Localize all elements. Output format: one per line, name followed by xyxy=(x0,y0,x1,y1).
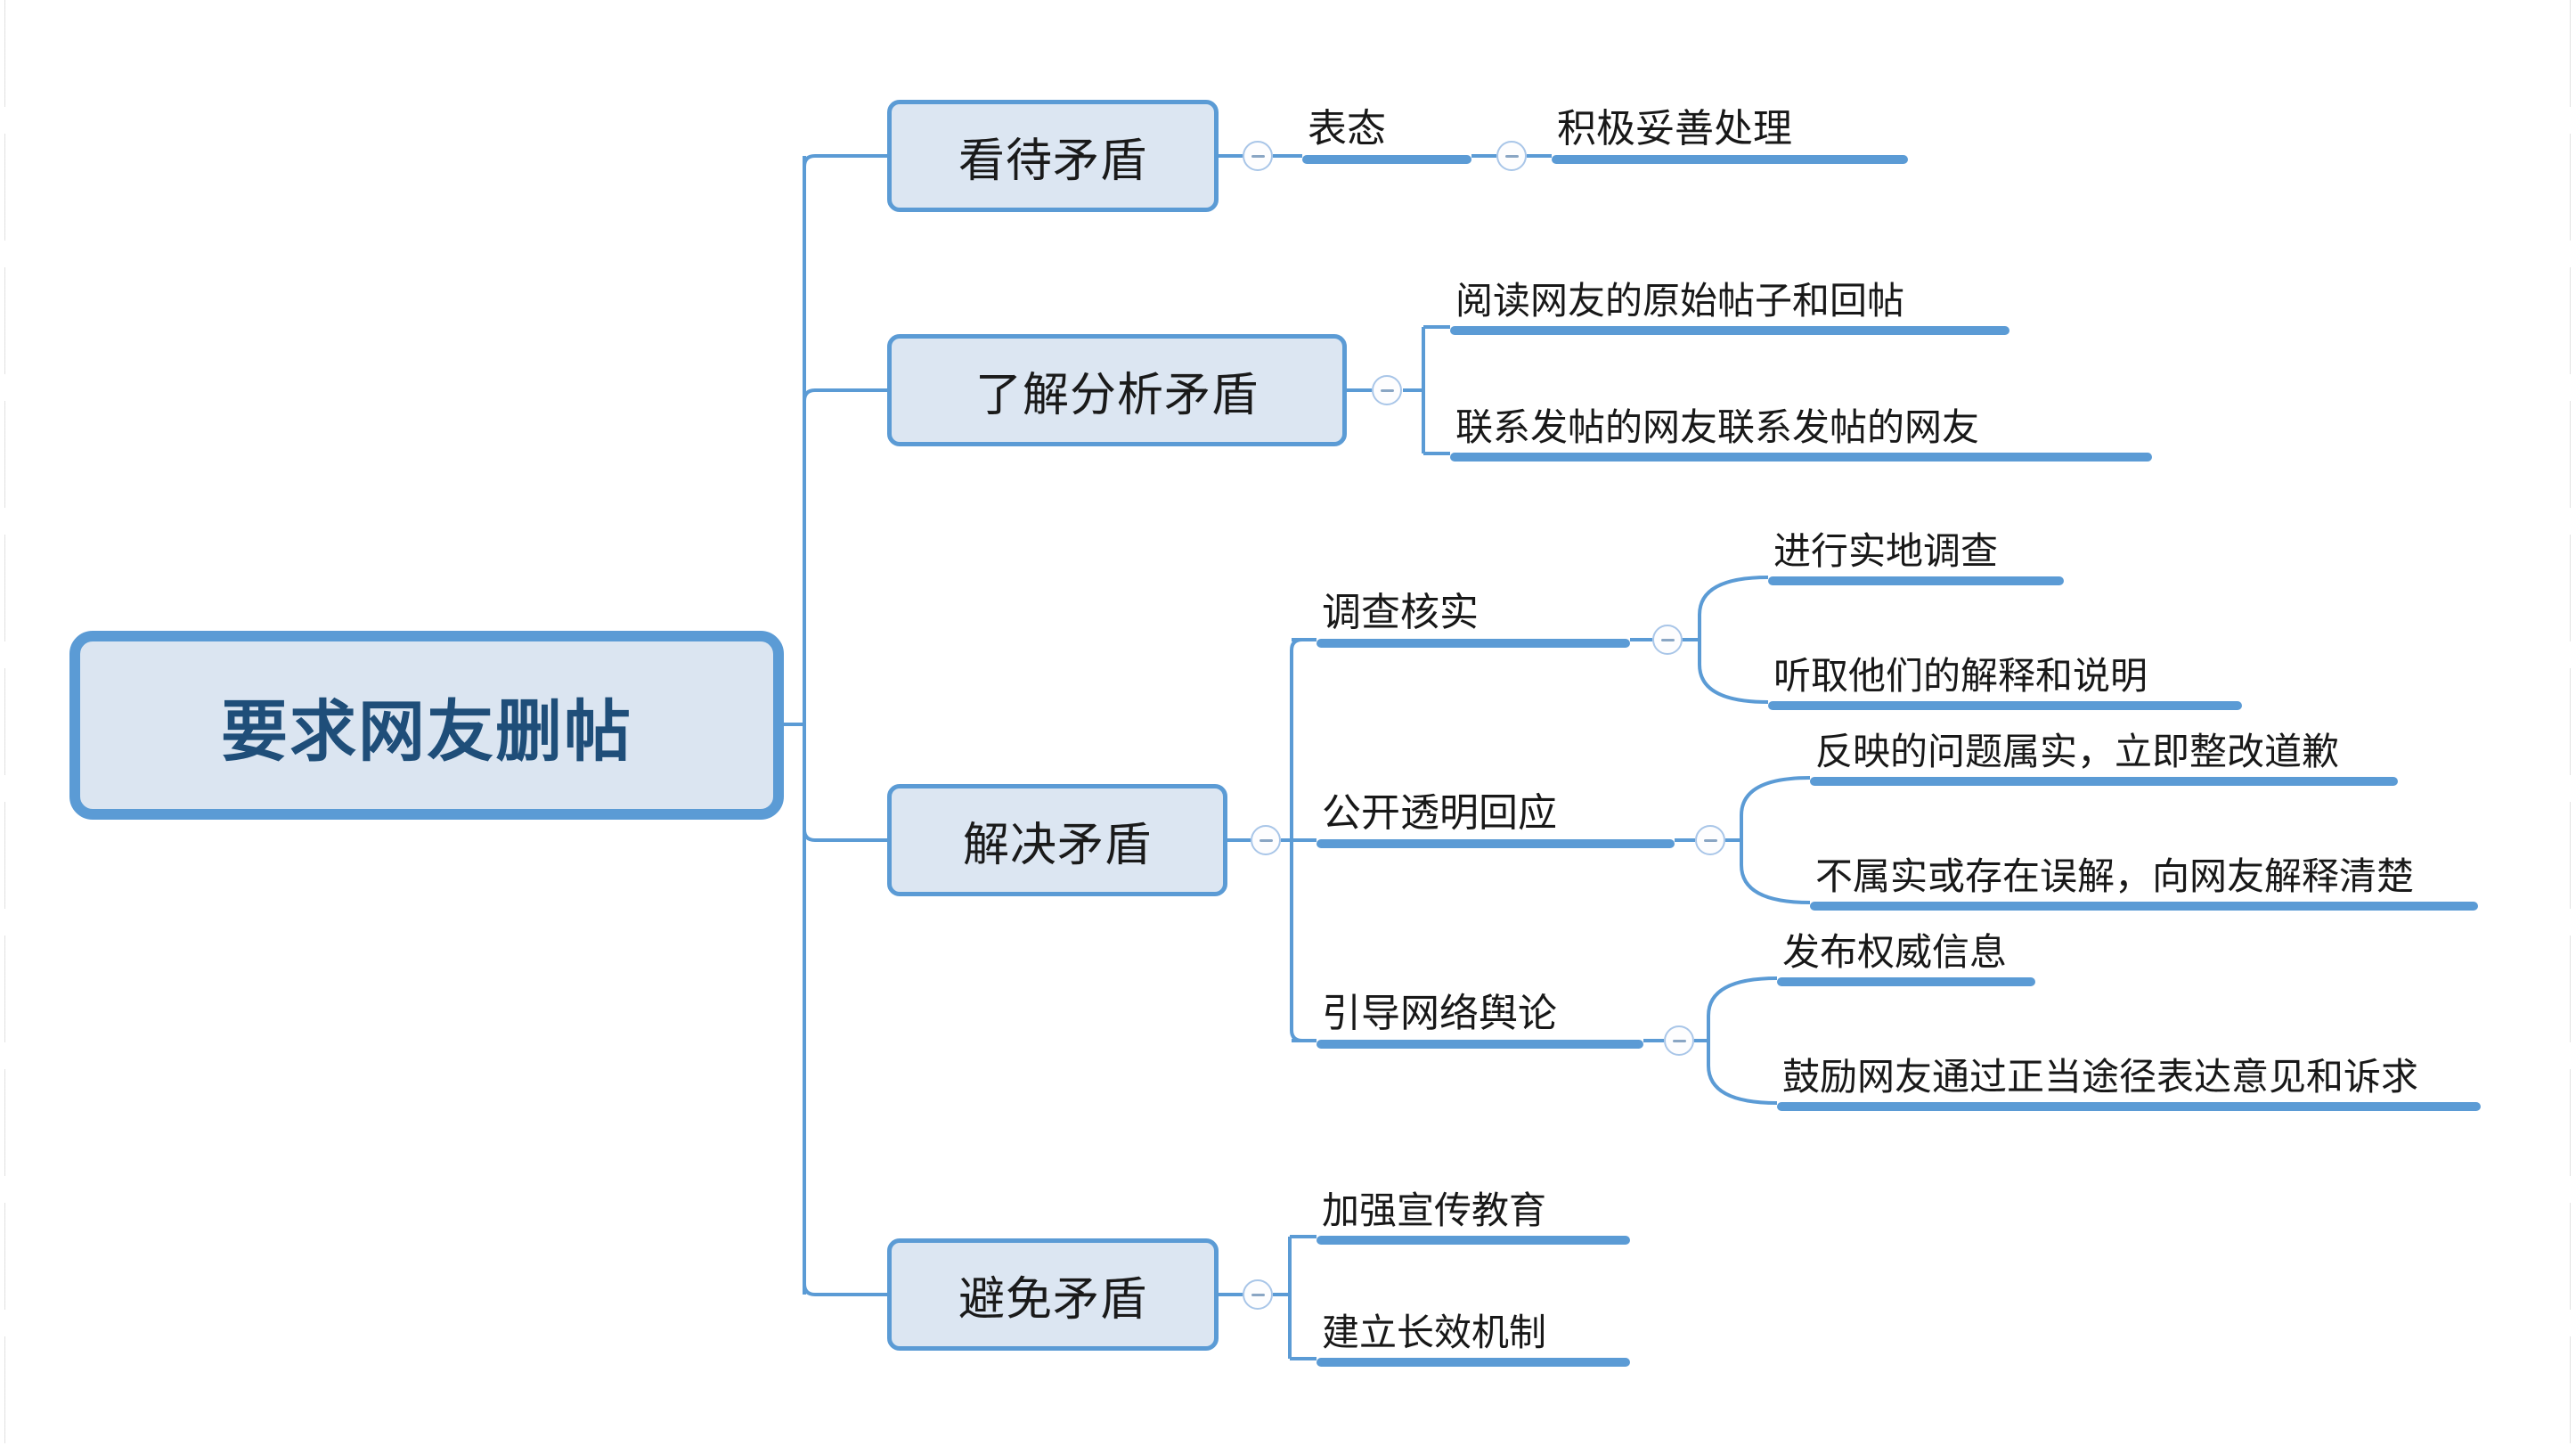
leaf-node-3-3-1[interactable]: 发布权威信息 xyxy=(1777,904,2035,986)
node-biaotai-label: 表态 xyxy=(1308,107,1386,151)
leaf-node-3-1-1[interactable]: 进行实地调查 xyxy=(1768,503,2064,585)
branch-node-2[interactable]: 了解分析矛盾 xyxy=(887,334,1347,446)
leaf-node-4-2-label: 建立长效机制 xyxy=(1322,1311,1547,1354)
branch-node-1-label: 看待矛盾 xyxy=(958,135,1147,187)
node-yindao-yulun[interactable]: 引导网络舆论 xyxy=(1317,967,1643,1049)
leaf-node-3-3-2-label: 鼓励网友通过正当途径表达意见和诉求 xyxy=(1782,1056,2419,1099)
node-biaotai-rule xyxy=(1302,155,1471,164)
leaf-node-2-2[interactable]: 联系发帖的网友联系发帖的网友 xyxy=(1450,380,2152,462)
minus-circle-icon-diaocha-heshi[interactable] xyxy=(1652,625,1683,655)
minus-circle-icon-biaotai[interactable] xyxy=(1496,141,1527,171)
leaf-node-3-1-2[interactable]: 听取他们的解释和说明 xyxy=(1768,628,2242,710)
leaf-node-3-2-1[interactable]: 反映的问题属实，立即整改道歉 xyxy=(1810,704,2398,786)
leaf-node-3-1-1-label: 进行实地调查 xyxy=(1773,530,1999,573)
leaf-node-3-3-1-rule xyxy=(1777,977,2035,986)
node-yindao-yulun-label: 引导网络舆论 xyxy=(1322,992,1557,1036)
node-diaocha-heshi-rule xyxy=(1317,639,1630,648)
link-spine-to-branch-3 xyxy=(803,829,887,842)
root-node[interactable]: 要求网友删帖 xyxy=(69,631,784,820)
leaf-node-4-1-label: 加强宣传教育 xyxy=(1322,1189,1547,1232)
minus-circle-icon-branch-2[interactable] xyxy=(1372,375,1402,405)
leaf-node-3-2-2[interactable]: 不属实或存在误解，向网友解释清楚 xyxy=(1810,829,2478,911)
link-b3s1-bracket xyxy=(1698,576,1769,704)
node-gongkai-huiying-rule xyxy=(1317,839,1675,848)
link-spine-to-branch-1 xyxy=(803,154,887,167)
minus-circle-icon-branch-3[interactable] xyxy=(1251,825,1281,855)
minus-circle-icon-branch-4[interactable] xyxy=(1243,1279,1273,1310)
leaf-node-4-1-rule xyxy=(1317,1236,1630,1245)
leaf-node-2-1[interactable]: 阅读网友的原始帖子和回帖 xyxy=(1450,253,2009,335)
branch-node-3[interactable]: 解决矛盾 xyxy=(887,784,1227,896)
node-gongkai-huiying[interactable]: 公开透明回应 xyxy=(1317,766,1675,848)
branch-node-2-label: 了解分析矛盾 xyxy=(974,369,1259,421)
leaf-node-3-2-1-label: 反映的问题属实，立即整改道歉 xyxy=(1815,731,2340,773)
link-spine-to-branch-4 xyxy=(803,1283,887,1296)
link-b3s3-bracket xyxy=(1707,976,1778,1105)
minus-circle-icon-gongkai-huiying[interactable] xyxy=(1695,825,1725,855)
leaf-node-3-3-2-rule xyxy=(1777,1102,2481,1111)
root-node-label: 要求网友删帖 xyxy=(220,693,632,769)
minus-circle-icon-branch-1[interactable] xyxy=(1243,141,1273,171)
leaf-node-3-1-2-rule xyxy=(1768,701,2242,710)
branch-node-1[interactable]: 看待矛盾 xyxy=(887,100,1219,212)
link-spine-to-branch-2 xyxy=(803,388,887,402)
node-biaotai[interactable]: 表态 xyxy=(1302,82,1471,164)
leaf-node-3-3-1-label: 发布权威信息 xyxy=(1782,931,2008,974)
branch-node-4-label: 避免矛盾 xyxy=(958,1273,1147,1326)
link-b3s2-bracket xyxy=(1740,776,1811,904)
page-edge-left xyxy=(4,0,5,1446)
leaf-node-2-2-rule xyxy=(1450,453,2152,462)
page-edge-right xyxy=(2570,0,2571,1446)
leaf-node-4-1[interactable]: 加强宣传教育 xyxy=(1317,1163,1630,1245)
minus-circle-icon-yindao-yulun[interactable] xyxy=(1664,1025,1694,1056)
leaf-node-2-1-label: 阅读网友的原始帖子和回帖 xyxy=(1455,280,1905,323)
leaf-node-3-3-2[interactable]: 鼓励网友通过正当途径表达意见和诉求 xyxy=(1777,1029,2481,1111)
leaf-node-4-2-rule xyxy=(1317,1358,1630,1367)
node-diaocha-heshi[interactable]: 调查核实 xyxy=(1317,566,1630,648)
node-gongkai-huiying-label: 公开透明回应 xyxy=(1322,791,1557,836)
leaf-node-3-1-1-rule xyxy=(1768,576,2064,585)
leaf-node-4-2[interactable]: 建立长效机制 xyxy=(1317,1285,1630,1367)
leaf-node-3-1-2-label: 听取他们的解释和说明 xyxy=(1773,655,2148,698)
leaf-node-3-2-1-rule xyxy=(1810,777,2398,786)
leaf-node-2-2-label: 联系发帖的网友联系发帖的网友 xyxy=(1455,406,1980,449)
leaf-node-3-2-2-rule xyxy=(1810,902,2478,911)
node-diaocha-heshi-label: 调查核实 xyxy=(1322,591,1479,635)
leaf-node-3-2-2-label: 不属实或存在误解，向网友解释清楚 xyxy=(1815,855,2415,898)
leaf-node-1-1-1-rule xyxy=(1552,155,1908,164)
branch-node-3-label: 解决矛盾 xyxy=(962,819,1152,871)
branch-node-4[interactable]: 避免矛盾 xyxy=(887,1238,1219,1351)
leaf-node-2-1-rule xyxy=(1450,326,2009,335)
node-yindao-yulun-rule xyxy=(1317,1040,1643,1049)
leaf-node-1-1-1-label: 积极妥善处理 xyxy=(1557,107,1792,151)
link-b3-spine xyxy=(1290,638,1303,1042)
leaf-node-1-1-1[interactable]: 积极妥善处理 xyxy=(1552,82,1908,164)
